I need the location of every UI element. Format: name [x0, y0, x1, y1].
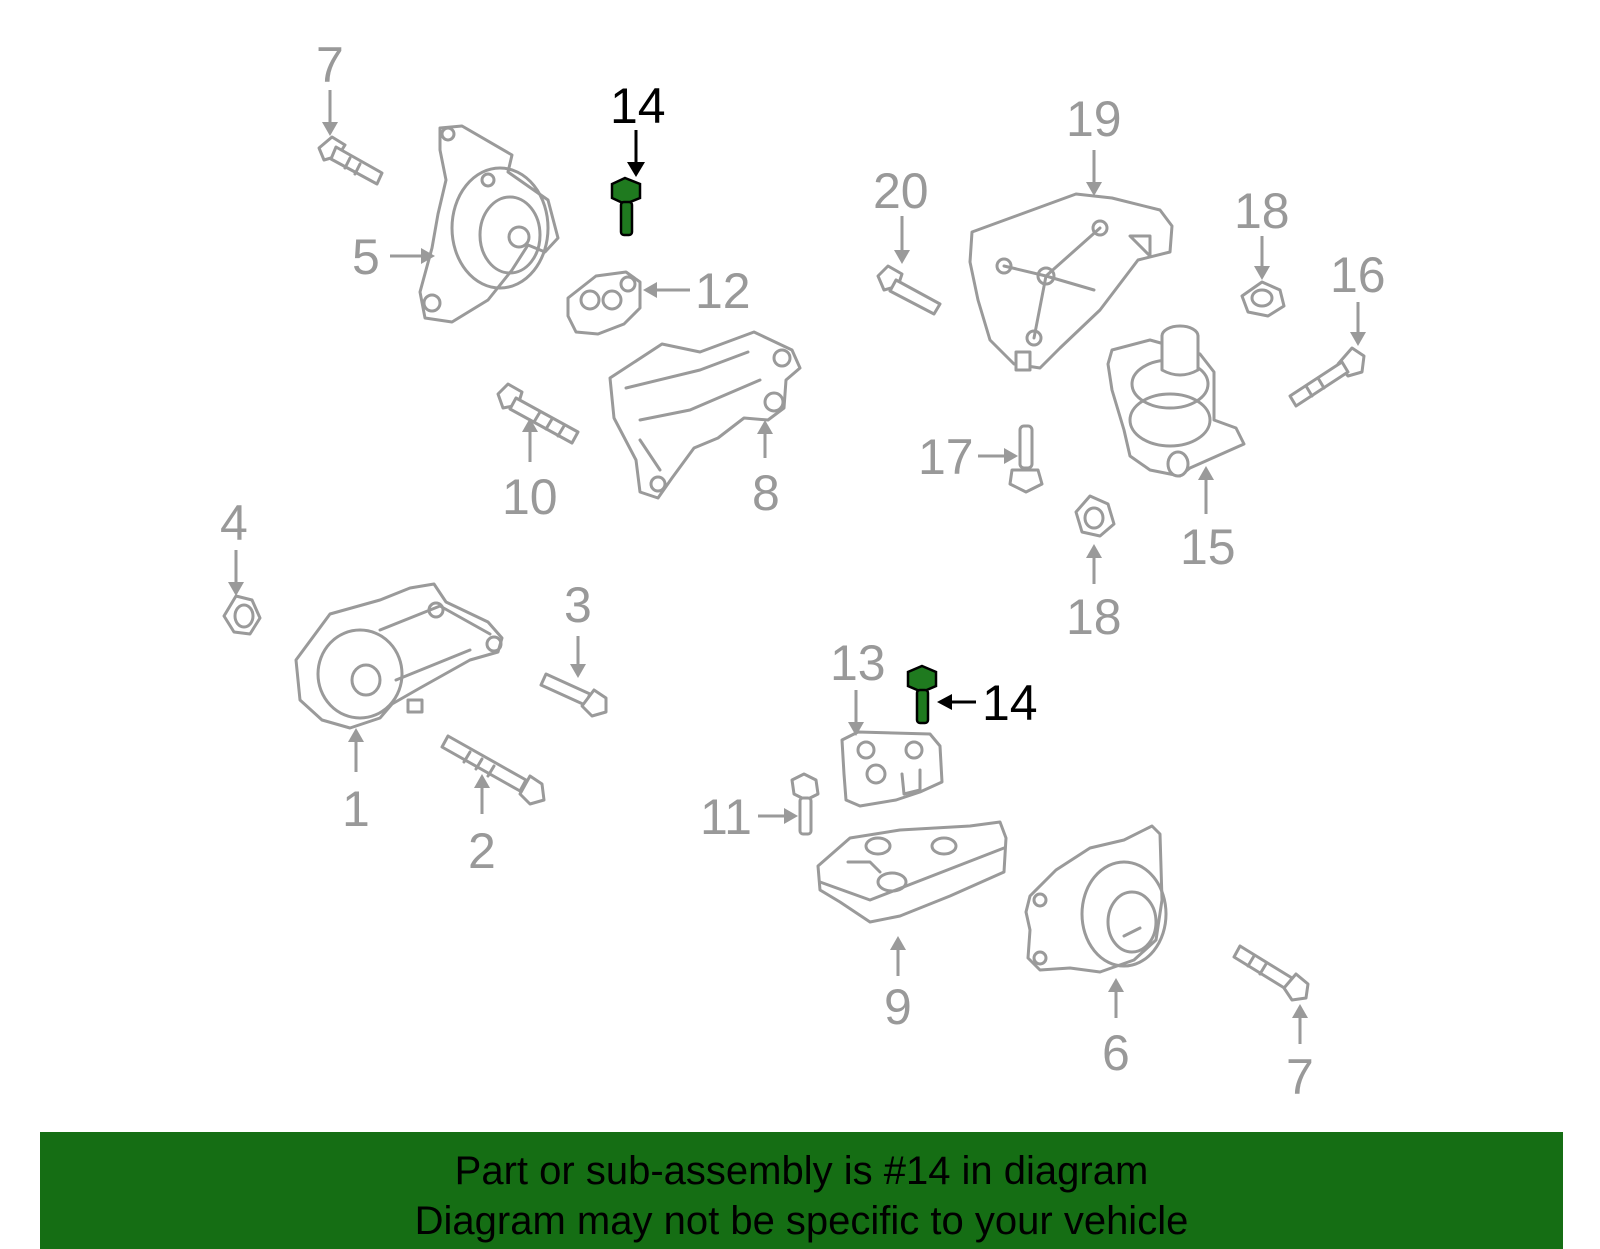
callout-20: 20 — [873, 163, 929, 219]
part-14-bolt-top[interactable] — [610, 176, 642, 237]
part-12-bracket[interactable] — [566, 270, 642, 336]
callout-8: 8 — [752, 465, 780, 521]
callout-9: 9 — [884, 979, 912, 1035]
part-18-nut-bottom[interactable] — [1074, 494, 1116, 538]
callout-17: 17 — [918, 429, 974, 485]
part-2-bolt[interactable] — [440, 734, 546, 806]
info-banner: Part or sub-assembly is #14 in diagram D… — [40, 1132, 1563, 1249]
part-5-engine-mount[interactable] — [418, 124, 560, 324]
callout-13: 13 — [830, 635, 886, 691]
callout-1: 1 — [342, 781, 370, 837]
parts-diagram: 7 5 14 12 10 — [220, 37, 1386, 1105]
part-3-bolt[interactable] — [539, 672, 608, 718]
part-19-bracket[interactable] — [968, 192, 1174, 372]
callout-16: 16 — [1330, 247, 1386, 303]
callout-14-middle: 14 — [982, 675, 1038, 731]
part-7-bolt-top[interactable] — [317, 135, 384, 186]
callout-19: 19 — [1066, 91, 1122, 147]
callout-14-top: 14 — [610, 78, 666, 134]
part-7-bolt-bottom[interactable] — [1232, 944, 1310, 1002]
callout-12: 12 — [695, 263, 751, 319]
callout-3: 3 — [564, 577, 592, 633]
part-9-bracket[interactable] — [816, 820, 1008, 924]
part-1-engine-mount[interactable] — [294, 582, 504, 730]
part-18-nut-top[interactable] — [1240, 280, 1286, 318]
part-6-engine-mount[interactable] — [1024, 824, 1168, 974]
callout-7-top: 7 — [316, 37, 344, 93]
part-15-mount[interactable] — [1106, 324, 1246, 478]
callout-18-top: 18 — [1234, 183, 1290, 239]
part-16-bolt[interactable] — [1288, 346, 1366, 408]
banner-line-part: Part or sub-assembly is #14 in diagram — [454, 1149, 1149, 1193]
callout-10: 10 — [502, 469, 558, 525]
part-14-bolt-middle[interactable] — [906, 664, 938, 725]
callout-11: 11 — [700, 789, 752, 845]
callout-15: 15 — [1180, 519, 1236, 575]
banner-line-disclaimer: Diagram may not be specific to your vehi… — [414, 1199, 1189, 1243]
part-11-bolt[interactable] — [790, 772, 820, 836]
part-4-nut[interactable] — [222, 594, 262, 636]
callout-18-bottom: 18 — [1066, 589, 1122, 645]
part-20-bolt[interactable] — [876, 264, 942, 316]
callout-2: 2 — [468, 823, 496, 879]
part-10-bolt[interactable] — [496, 382, 580, 445]
callout-7-bottom: 7 — [1286, 1049, 1314, 1105]
part-13-bracket[interactable] — [840, 730, 944, 808]
callout-6: 6 — [1102, 1025, 1130, 1081]
part-17-bolt[interactable] — [1008, 424, 1044, 494]
callout-5: 5 — [352, 229, 380, 285]
callout-4: 4 — [220, 495, 248, 551]
part-8-bracket[interactable] — [608, 330, 802, 500]
